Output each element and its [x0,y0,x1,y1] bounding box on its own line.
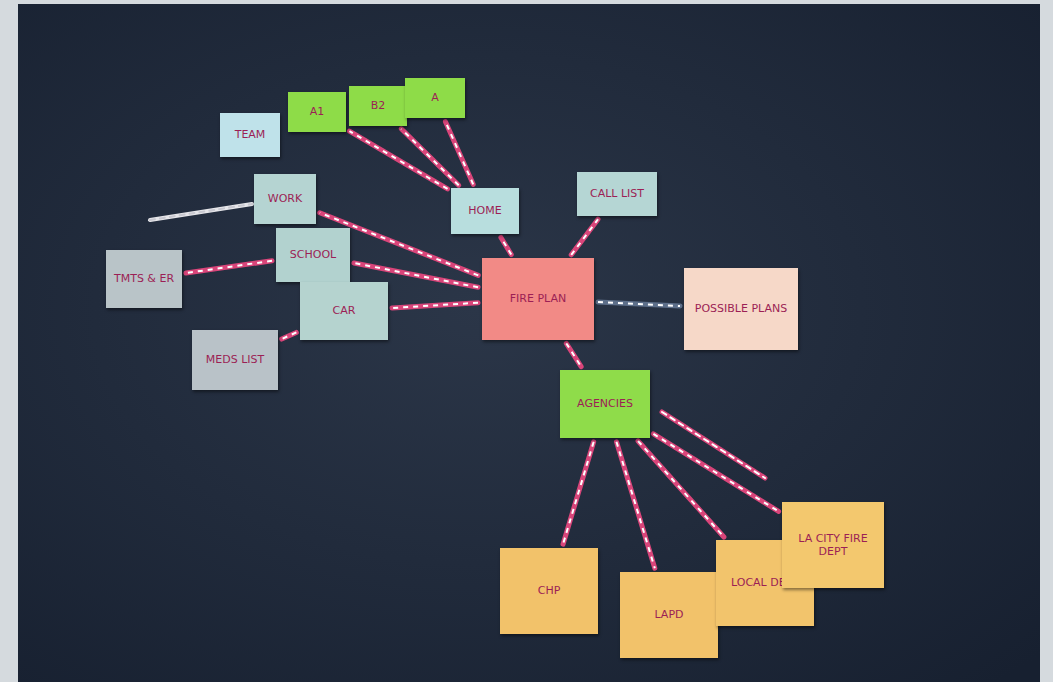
sticky-note: CHP [500,548,598,634]
straw-stripe [282,332,297,339]
straw-stripe [598,302,680,306]
note-text: HOME [468,204,501,217]
straw-connector-group [501,237,511,254]
straw-stripe [150,204,252,220]
sticky-note: TEAM [220,113,280,157]
straw-stripe [445,122,473,185]
note-text: A1 [310,105,325,118]
note-text: CHP [538,584,561,597]
sticky-note: HOME [451,188,519,234]
straw-stripe [501,237,511,254]
straw-connector [598,302,680,306]
straw-connector [501,237,511,254]
note-text: POSSIBLE PLANS [695,302,787,315]
sticky-note: WORK [254,174,316,224]
note-text: A [431,91,439,104]
straw-stripe [392,303,478,308]
note-text: B2 [371,99,386,112]
straw-connector-group [445,122,473,185]
sticky-note: A [405,78,465,118]
straw-stripe [571,219,598,255]
note-text: LAPD [654,608,683,621]
straw-stripe [662,412,765,478]
note-text: SCHOOL [290,248,336,261]
straw-connector [563,442,594,544]
straw-stripe [186,261,272,273]
sticky-note: CALL LIST [577,172,657,216]
note-text: FIRE PLAN [510,292,566,305]
carpet [18,4,1040,682]
straw-connector-group [638,441,724,537]
note-text: CAR [333,304,356,317]
straw-stripe [653,434,778,511]
straw [150,204,252,220]
note-text: TMTS & ER [114,272,174,285]
straw-connector-group [563,442,594,544]
sticky-note: B2 [349,86,407,126]
straw-connector-group [282,332,297,339]
straw-connector-group [598,302,680,306]
straw-stripe [616,442,654,568]
straw-connector [186,261,272,273]
straw-stripe [566,343,581,366]
straw-connector [616,442,654,568]
straw-connector [653,434,778,511]
loose-straws [150,204,765,478]
straw-stripe [638,441,724,537]
straw-connector-group [392,303,478,308]
note-text: TEAM [235,128,266,141]
straw-connector [282,332,297,339]
straw-connector [445,122,473,185]
straw-connector-group [616,442,654,568]
straw-connector [566,343,581,366]
note-text: CALL LIST [590,187,644,200]
straw-connector [638,441,724,537]
note-text: MEDS LIST [206,353,264,366]
straw-connector [571,219,598,255]
sticky-note: LA CITY FIRE DEPT [782,502,884,588]
sticky-note: LAPD [620,572,718,658]
sticky-note: A1 [288,92,346,132]
sticky-note: TMTS & ER [106,250,182,308]
sticky-note: POSSIBLE PLANS [684,268,798,350]
straw [662,412,765,478]
note-text: LA CITY FIRE DEPT [787,532,879,558]
straw-connector [392,303,478,308]
straw-stripe [563,442,594,544]
straw-connector-group [186,261,272,273]
note-text: AGENCIES [577,397,633,410]
sticky-note: SCHOOL [276,228,350,282]
sticky-note: FIRE PLAN [482,258,594,340]
sticky-note: MEDS LIST [192,330,278,390]
straw-connector-group [566,343,581,366]
straw-connector-group [571,219,598,255]
sticky-note: AGENCIES [560,370,650,438]
note-text: WORK [268,192,302,205]
sticky-note: CAR [300,282,388,340]
straw-connector-group [653,434,778,511]
